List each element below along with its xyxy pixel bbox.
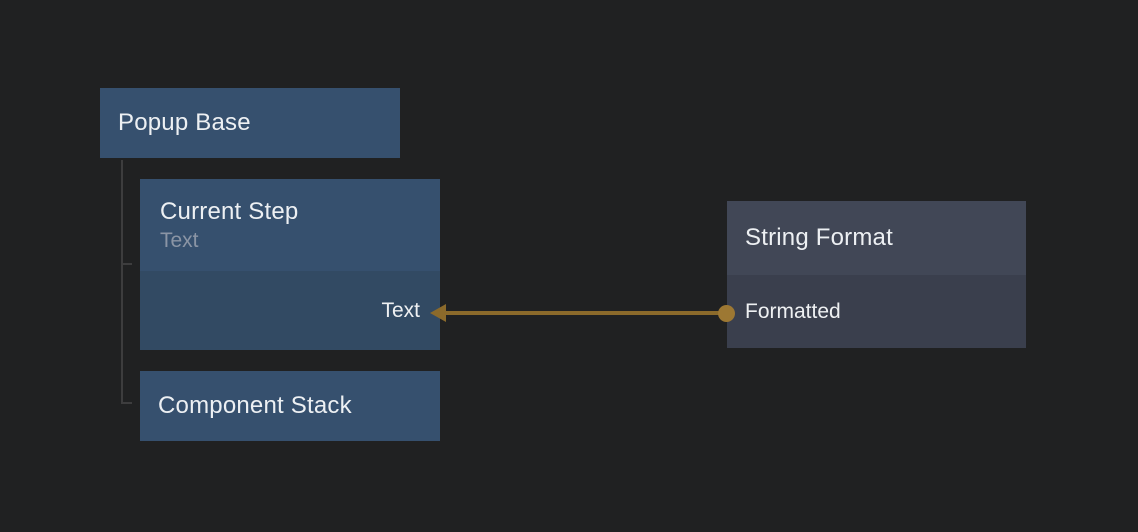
- connection-line[interactable]: [444, 311, 726, 315]
- node-title: Popup Base: [118, 109, 251, 136]
- node-string-format[interactable]: String Format Formatted: [727, 201, 1026, 348]
- hierarchy-connector-line: [121, 160, 123, 404]
- node-header: Current Step Text: [140, 179, 440, 271]
- node-title: String Format: [745, 224, 893, 251]
- node-header: String Format: [727, 201, 1026, 275]
- node-component-stack[interactable]: Component Stack: [140, 371, 440, 441]
- node-popup-base[interactable]: Popup Base: [100, 88, 400, 158]
- port-label: Text: [381, 298, 420, 322]
- connection-output-plug[interactable]: [718, 305, 735, 322]
- node-title: Component Stack: [158, 392, 352, 419]
- hierarchy-branch-component-stack: [121, 402, 132, 404]
- port-text-input[interactable]: Text: [140, 271, 440, 350]
- node-title: Current Step: [160, 198, 299, 225]
- port-label: Formatted: [745, 299, 841, 323]
- hierarchy-branch-current-step: [121, 263, 132, 265]
- connection-arrowhead-icon: [430, 304, 446, 322]
- node-subtitle: Text: [160, 229, 199, 252]
- port-formatted-output[interactable]: Formatted: [727, 275, 1026, 348]
- node-current-step[interactable]: Current Step Text Text: [140, 179, 440, 350]
